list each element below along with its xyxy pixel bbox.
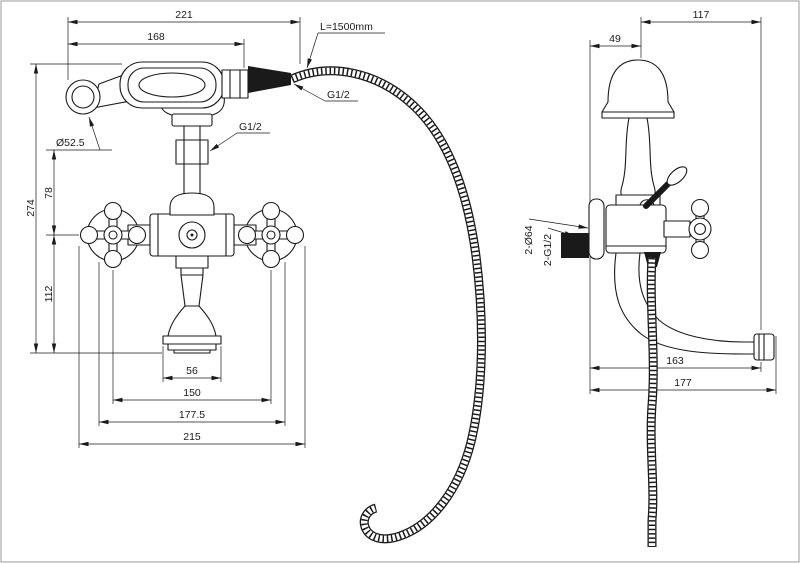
- mixer-body-front: [149, 192, 235, 257]
- hose-side: [644, 252, 661, 547]
- label-hose-length: L=1500mm: [320, 21, 373, 33]
- handle-cap: [65, 79, 101, 115]
- shower-head: [119, 61, 225, 109]
- shower-hose: [290, 66, 486, 544]
- dim-overall-reach: 177: [674, 377, 692, 389]
- dim-overall-body-width: 215: [183, 431, 201, 443]
- dim-spout-reach: 163: [666, 355, 684, 367]
- dim-spout-base: 56: [186, 365, 198, 377]
- cross-handle-side: [663, 198, 712, 260]
- hand-shower-side: [601, 59, 675, 207]
- hose-nut: [221, 69, 249, 99]
- front-view: 221 168 L=1500mm G1/2 G1/2 Ø52.5 274 78 …: [25, 9, 486, 544]
- label-escutcheon-diameter: 2-Ø64: [523, 225, 535, 254]
- cross-handle-right: [237, 201, 305, 269]
- label-cradle-thread: G1/2: [239, 121, 262, 133]
- label-hose-thread: G1/2: [327, 89, 350, 101]
- dim-overall-height: 274: [25, 199, 37, 217]
- dim-lower-height: 112: [43, 285, 55, 302]
- side-view: 117 49 2-Ø64 2-G1/2 163 177: [523, 9, 777, 547]
- dim-head-to-outlet: 117: [693, 9, 710, 21]
- dim-valve-centers: 150: [183, 387, 201, 399]
- spout-front: [162, 255, 222, 354]
- shower-bell: [601, 59, 675, 113]
- body-cap: [169, 192, 215, 216]
- hose-connector: [248, 66, 291, 93]
- wall-nipple: [561, 233, 589, 258]
- front-dimensions: 221 168 L=1500mm G1/2 G1/2 Ø52.5 274 78 …: [25, 9, 385, 448]
- escutcheon-side: [588, 198, 605, 260]
- dim-body-width: 177.5: [179, 409, 205, 421]
- lever-handle-side: [643, 166, 688, 209]
- spout-side: [614, 252, 775, 361]
- side-dimensions: 117 49 2-Ø64 2-G1/2 163 177: [523, 9, 777, 394]
- label-wall-thread: 2-G1/2: [542, 234, 554, 266]
- dim-wall-to-head-axis: 49: [609, 33, 621, 45]
- dim-head-width: 168: [147, 31, 165, 43]
- cross-handle-left: [79, 201, 147, 269]
- dim-upper-height: 78: [43, 187, 55, 199]
- hand-shower-front: [65, 61, 291, 115]
- dim-overall-width: 221: [175, 9, 193, 21]
- wall-mount-side: [561, 198, 667, 260]
- label-cap-diameter: Ø52.5: [56, 137, 85, 149]
